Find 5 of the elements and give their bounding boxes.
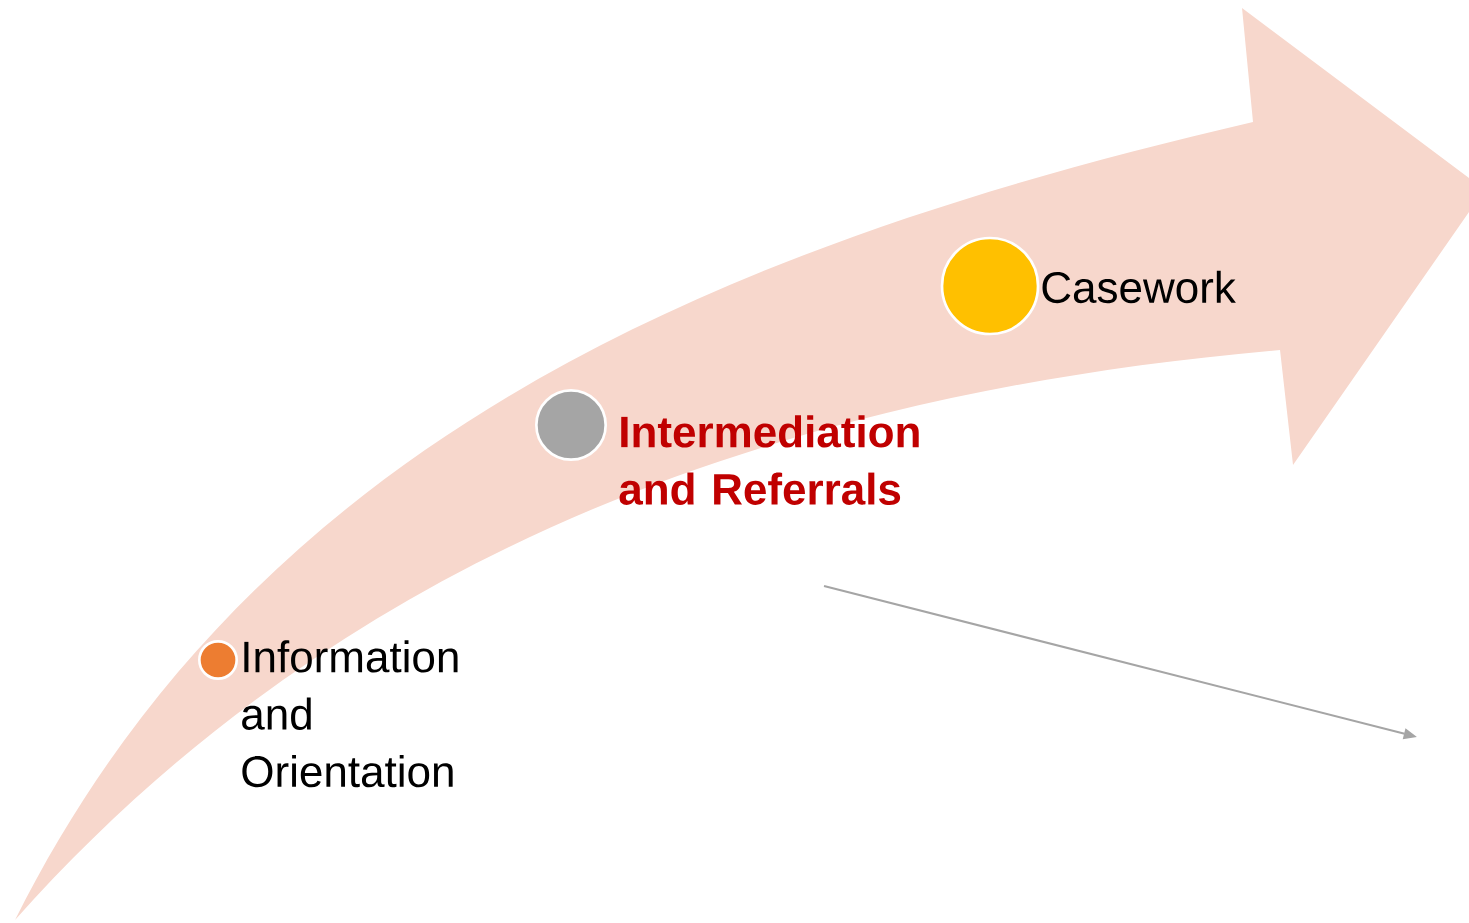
step-label: Casework — [1042, 270, 1236, 304]
step-circle — [940, 236, 1040, 336]
step-label: Intermediation and Referrals — [619, 415, 919, 505]
step-label: Information and Orientation — [242, 640, 458, 788]
step-circle — [535, 389, 607, 461]
